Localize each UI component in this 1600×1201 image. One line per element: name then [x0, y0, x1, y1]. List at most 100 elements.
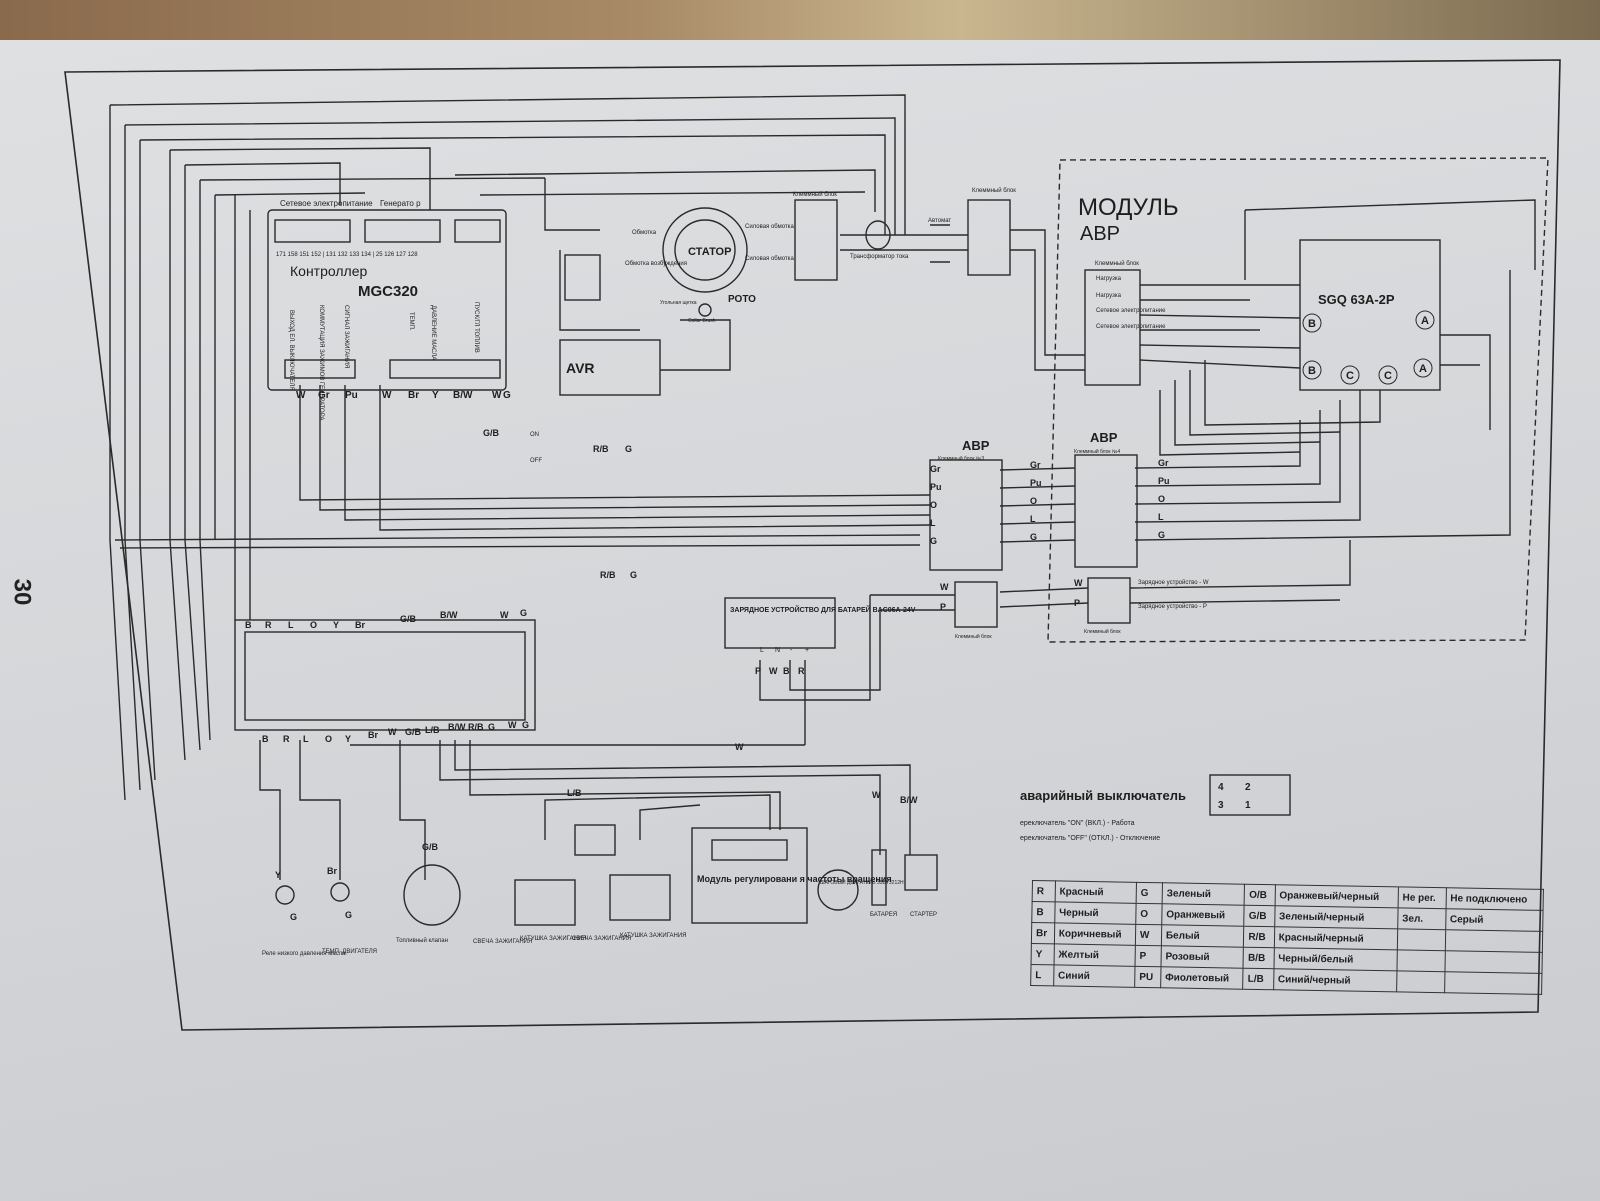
legend-cell: L/B [1242, 968, 1274, 990]
function-label: ДАВЛЕНИЕ МАСЛА [430, 305, 436, 360]
wire [1010, 249, 1085, 371]
legend-cell: Фиолетовый [1160, 966, 1244, 990]
switch-contact-label: ON [530, 432, 539, 438]
legend-cell: O/B [1244, 884, 1276, 906]
legend-cell: P [1134, 945, 1162, 967]
small-block-right [1087, 577, 1131, 624]
wire [319, 385, 931, 511]
marker: C [1346, 370, 1354, 382]
legend-cell: W [1135, 924, 1162, 946]
wire [1010, 229, 1085, 356]
component-caption: Топливный клапан [396, 937, 448, 944]
breaker-symbol [930, 224, 950, 263]
wire [999, 539, 1076, 543]
wire-label: G [488, 722, 495, 732]
wire [639, 804, 701, 840]
wire [124, 117, 896, 235]
legend-cell [1444, 950, 1543, 974]
legend-cell [1444, 971, 1542, 995]
wire-label: Y [333, 620, 339, 630]
module-row: Сетевое электропитание [1096, 308, 1166, 314]
abp3-block [929, 459, 1003, 571]
wire-label: G [625, 444, 632, 454]
page-frame [64, 59, 1561, 1031]
wire-label: Br [327, 866, 337, 876]
wire [1189, 370, 1341, 436]
connector [274, 219, 351, 243]
wire-label: Y [432, 390, 439, 401]
abp4-sub: Клеммный блок №4 [1074, 448, 1120, 455]
wire [1440, 334, 1491, 430]
wire-label: O [1030, 496, 1037, 506]
module-block-label: Клеммный блок [1095, 260, 1139, 267]
harness-board [234, 619, 536, 731]
page-number: 30 [8, 578, 36, 606]
switch-number: 2 [1245, 782, 1251, 793]
connector [454, 219, 501, 243]
abp3-right-labels: Gr Pu O L G [1030, 460, 1042, 542]
battery [871, 849, 887, 906]
wire [1204, 360, 1381, 426]
wire-label: W [492, 390, 502, 401]
wire-label: Br [368, 730, 378, 740]
wire-label: G [930, 536, 937, 546]
wire [1134, 400, 1341, 505]
wire [1159, 390, 1301, 456]
rotor-circle [674, 219, 736, 281]
emergency-switch-row: ереключатель "OFF" (ОТКЛ.) - Отключение [1020, 835, 1160, 842]
abp4-title: АВР [1090, 430, 1118, 445]
wire [999, 503, 1076, 507]
wire [109, 105, 126, 801]
winding-label: Обмотка возбуждения [625, 261, 687, 267]
wire [379, 385, 931, 531]
brush-symbol [698, 303, 712, 317]
wire [214, 192, 366, 196]
legend-cell: Оранжевый/черный [1274, 884, 1399, 908]
harness-bottom-wires: B R L O Y Br W G/B L/B B/W R/B G W G [262, 720, 529, 744]
wire [1139, 314, 1301, 319]
block-label: Автомат [928, 218, 951, 224]
wire-label: Pu [930, 482, 942, 492]
legend-cell: Черный [1054, 901, 1137, 925]
rotor-label: РОТО [728, 294, 756, 305]
wire [789, 610, 881, 691]
winding-label: Силовая обмотка [745, 224, 794, 230]
wire-label: O [1158, 494, 1165, 504]
wire-label: R [283, 734, 290, 744]
legend-cell: Розовый [1160, 945, 1244, 969]
terminal-label: + [805, 647, 809, 654]
wire-label: G [1158, 530, 1165, 540]
terminal-label: L [760, 647, 764, 654]
wire-label: W [500, 610, 509, 620]
charger-box [724, 597, 836, 649]
wire-label: Gr [930, 464, 941, 474]
oil-pressure-sensor [275, 885, 295, 905]
wire-label: G [630, 570, 637, 580]
wire [199, 180, 211, 741]
wire-label: G/B [422, 842, 439, 852]
module-title-2: АВР [1080, 223, 1120, 245]
wire [1134, 420, 1301, 469]
rectifier-block [564, 254, 601, 301]
switch-numbers-box [1209, 774, 1291, 816]
legend-cell: Белый [1161, 924, 1245, 948]
legend-cell: L [1030, 964, 1054, 986]
marker: B [1308, 318, 1316, 330]
small-block-left [954, 581, 998, 628]
legend-cell: Желтый [1053, 943, 1136, 967]
wire [1134, 270, 1511, 541]
legend-cell: Коричневый [1054, 922, 1136, 946]
function-label: ПУСК/ГЛ ТОПЛИВ [473, 302, 479, 353]
wire-label: Gr [1030, 460, 1041, 470]
wire [139, 134, 886, 235]
legend-cell: Синий/черный [1273, 968, 1397, 992]
wire-label: W [508, 720, 517, 730]
small-block-label: W [1074, 578, 1083, 588]
wire-label: B/W [900, 795, 918, 805]
breaker-title: SGQ 63A-2P [1318, 292, 1395, 307]
legend-cell: Зеленый/черный [1274, 905, 1398, 929]
wire-label: B/W [453, 390, 473, 401]
